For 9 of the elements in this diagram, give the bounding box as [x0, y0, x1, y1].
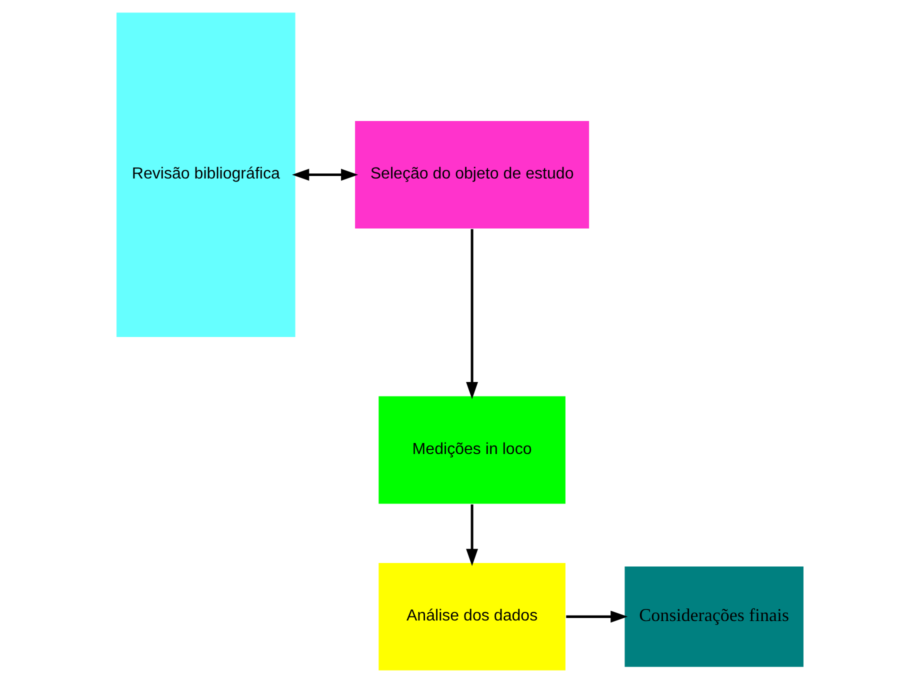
node-box: Considerações finais: [623, 565, 804, 668]
arrow: [466, 504, 478, 566]
arrow: [466, 229, 478, 400]
node-box: Análise dos dados: [377, 562, 566, 672]
node-box: Revisão bibliográfica: [115, 12, 296, 338]
node-box: Seleção do objeto de estudo: [354, 120, 590, 230]
arrow: [292, 168, 358, 181]
arrow: [566, 610, 628, 623]
node-box: Medições in loco: [377, 395, 566, 505]
